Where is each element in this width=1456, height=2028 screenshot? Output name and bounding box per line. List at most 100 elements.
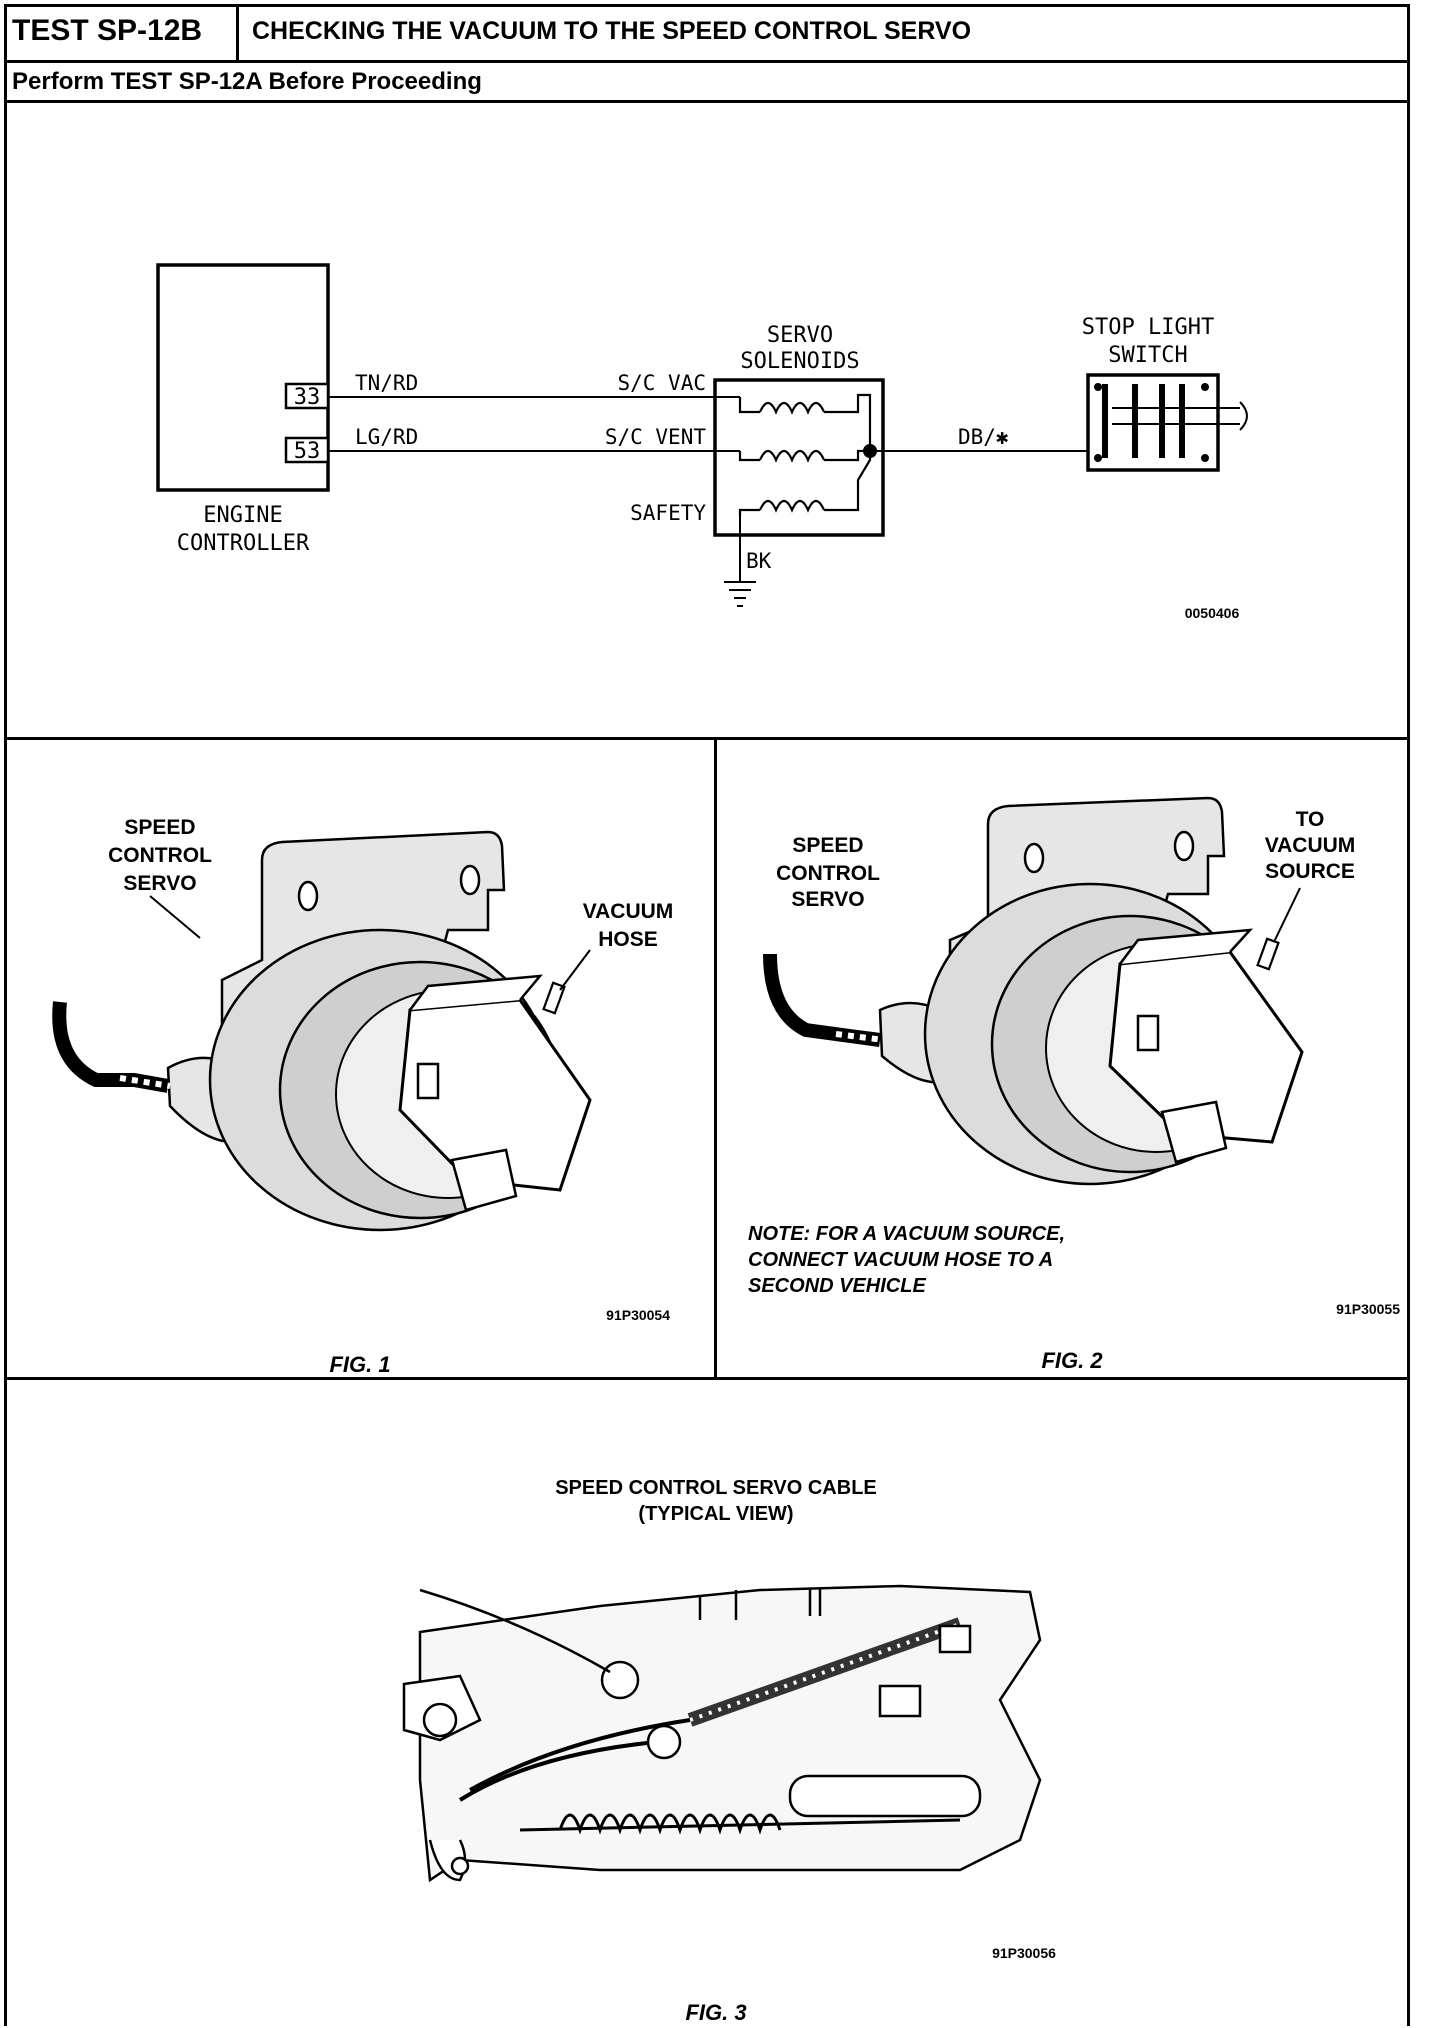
fig2-source-leader — [1273, 887, 1301, 943]
controller-label-1: ENGINE — [203, 503, 282, 528]
fig2-bracket-hole-2 — [1173, 830, 1195, 862]
header-divider — [4, 60, 1410, 63]
page-title: CHECKING THE VACUUM TO THE SPEED CONTROL… — [252, 17, 972, 45]
coil-3-lead — [738, 508, 760, 516]
controller-box — [156, 263, 330, 492]
fig2-label-speed-2: CONTROL — [776, 862, 880, 885]
fig1-label-speed-3: SERVO — [123, 872, 196, 895]
wires — [328, 396, 1088, 607]
wire-db: DB/✱ — [958, 425, 1009, 449]
fig1-solenoid-top — [409, 974, 543, 1011]
fig3-illustration — [402, 1584, 1042, 1883]
fig1-caption: FIG. 1 — [329, 1352, 390, 1377]
servo-title-1: SERVO — [767, 323, 833, 348]
fig-divider — [714, 737, 717, 1377]
splice-dot — [863, 444, 877, 458]
fig2-cable-thread — [835, 1031, 885, 1043]
coil-1-lead — [738, 397, 760, 414]
fig2-label-src-2: VACUUM — [1265, 834, 1356, 857]
coil-2 — [758, 449, 826, 463]
fig3-linkage-pin — [450, 1856, 470, 1876]
fig3-cable-end — [469, 1718, 691, 1792]
fig1-cable-thread — [119, 1075, 171, 1089]
fig2-code: 91P30055 — [1336, 1301, 1400, 1317]
switch-terminal-1 — [1094, 383, 1102, 391]
fig1-label-speed-1: SPEED — [124, 816, 195, 839]
fig1-connector — [450, 1148, 518, 1212]
wire-lg-rd: LG/RD — [355, 425, 418, 449]
fig1-bracket-hole-2 — [459, 864, 481, 896]
coil-2-lead — [738, 451, 760, 462]
test-id-divider — [236, 4, 239, 62]
fig1-label-hose-1: VACUUM — [583, 900, 674, 923]
fig2-note-1: NOTE: FOR A VACUUM SOURCE, — [748, 1223, 1065, 1245]
sc-vac: S/C VAC — [617, 371, 706, 395]
fig1-port — [416, 1062, 440, 1100]
coil-1 — [758, 401, 826, 415]
fig1-cable — [52, 1001, 170, 1093]
fig3-cable-end-2 — [458, 1738, 681, 1802]
fig2-cable — [763, 953, 881, 1047]
fig3-idler — [600, 1660, 640, 1700]
fig3-servo-cable — [687, 1617, 963, 1727]
fig3-hose-1 — [419, 1588, 611, 1674]
fig3-caption: FIG. 3 — [685, 2000, 746, 2025]
fig3-cable-clip — [646, 1724, 682, 1760]
test-id: TEST SP-12B — [12, 14, 203, 47]
bk: BK — [746, 549, 772, 573]
fig1-illustration: SPEED CONTROL SERVO VACUUM HOSE — [52, 816, 674, 1232]
coil-2-return — [824, 449, 870, 462]
pin-53: 53 — [294, 439, 321, 464]
coil-3 — [758, 499, 826, 513]
fig3-return-spring — [558, 1813, 782, 1835]
fig2-port — [1136, 1014, 1160, 1052]
fig3-lever — [788, 1774, 982, 1818]
frame-right — [1407, 4, 1410, 2026]
fig2-label-speed-1: SPEED — [792, 834, 863, 857]
schematic-bottom-rule — [4, 737, 1410, 740]
switch-terminal-2 — [1201, 383, 1209, 391]
fig3-code: 91P30056 — [992, 1945, 1056, 1961]
fig2-vacuum-nipple — [1256, 937, 1280, 971]
fig3-cable-clamp — [938, 1624, 972, 1654]
sc-vent: S/C VENT — [605, 425, 707, 449]
wire-tn-rd: TN/RD — [355, 371, 418, 395]
fig1-hose-leader — [559, 949, 591, 991]
solenoid-box — [713, 378, 885, 537]
engine-controller: 33 53 ENGINE CONTROLLER — [156, 263, 330, 556]
switch-terminal-3 — [1094, 454, 1102, 462]
fig2-label-src-1: TO — [1296, 808, 1325, 831]
fig2-illustration: SPEED CONTROL SERVO TO VACUUM SOURCE NOT… — [748, 796, 1356, 1297]
page-subtitle: Perform TEST SP-12A Before Proceeding — [12, 68, 482, 95]
fig2-label-speed-3: SERVO — [791, 888, 864, 911]
fig1-vacuum-nipple — [542, 981, 566, 1015]
fig1-servo-leader — [149, 895, 201, 939]
fig1-bracket-hole-1 — [297, 880, 319, 912]
fig1-label-hose-2: HOSE — [598, 928, 658, 951]
fig2-solenoid-top — [1119, 928, 1254, 965]
stop-light-switch: STOP LIGHT SWITCH — [1082, 315, 1248, 472]
fig2-note-2: CONNECT VACUUM HOSE TO A — [748, 1249, 1053, 1271]
controller-label-2: CONTROLLER — [177, 531, 310, 556]
pin-33-box — [284, 382, 330, 410]
servo-solenoids: SERVO SOLENOIDS — [713, 323, 885, 537]
fig3-cable-bracket — [878, 1684, 922, 1718]
fig2-label-src-3: SOURCE — [1265, 860, 1355, 883]
fig-bottom-rule — [4, 1377, 1410, 1380]
fig3-title-2: (TYPICAL VIEW) — [638, 1503, 793, 1525]
pin-33: 33 — [294, 385, 321, 410]
stop-title-2: SWITCH — [1108, 343, 1187, 368]
fig2-caption: FIG. 2 — [1041, 1348, 1103, 1373]
switch-terminal-4 — [1201, 454, 1209, 462]
switch-plunger — [1239, 401, 1248, 431]
frame-left — [4, 4, 7, 2026]
fig3-title-1: SPEED CONTROL SERVO CABLE — [555, 1477, 877, 1499]
fig2-note-3: SECOND VEHICLE — [748, 1275, 926, 1297]
fig1-code: 91P30054 — [606, 1307, 670, 1323]
switch-box — [1086, 373, 1220, 472]
fig3-throttle-pulley — [422, 1702, 458, 1738]
servo-title-2: SOLENOIDS — [740, 349, 859, 374]
safety: SAFETY — [630, 501, 706, 525]
fig2-bracket-hole-1 — [1023, 842, 1045, 874]
